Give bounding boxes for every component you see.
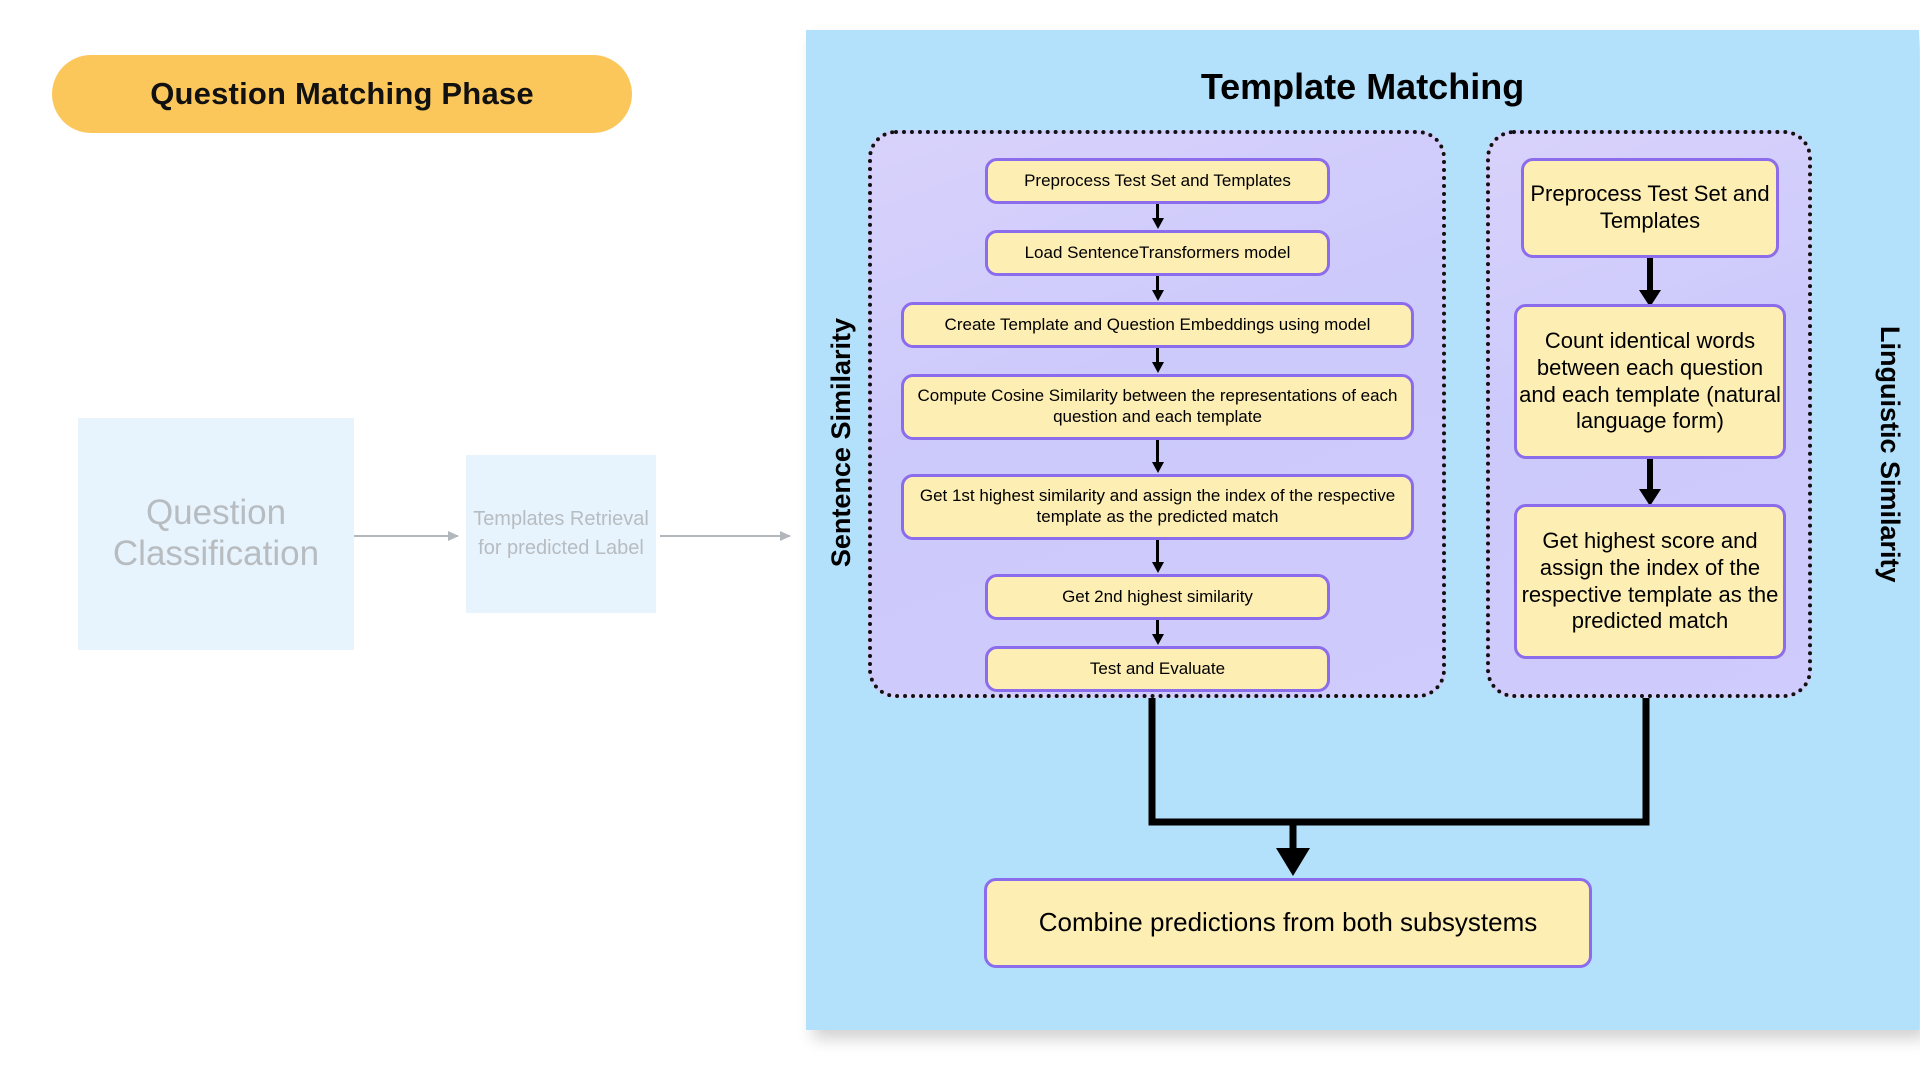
arrow-step3-to-step4 [1156, 348, 1159, 363]
phase-badge: Question Matching Phase [52, 55, 632, 133]
side-label-sentence-similarity: Sentence Similarity [826, 318, 856, 568]
arrow-step2-to-step3 [1156, 276, 1159, 291]
template-matching-panel: Template Matching Sentence Similarity Li… [806, 30, 1919, 1030]
sentence-similarity-container: Preprocess Test Set and Templates Load S… [868, 130, 1446, 698]
arrow-step1-to-step2 [1156, 204, 1159, 219]
step-create-embeddings: Create Template and Question Embeddings … [901, 302, 1414, 348]
arrow-step6-to-step7 [1156, 620, 1159, 635]
step-test-and-evaluate: Test and Evaluate [985, 646, 1330, 692]
step-preprocess-test-set-and-templates: Preprocess Test Set and Templates [985, 158, 1330, 204]
step-get-2nd-highest-similarity: Get 2nd highest similarity [985, 574, 1330, 620]
arrow-step4-to-step5 [1156, 440, 1159, 463]
step-preprocess-test-set-and-templates-ling: Preprocess Test Set and Templates [1521, 158, 1779, 258]
step-compute-cosine-similarity: Compute Cosine Similarity between the re… [901, 374, 1414, 440]
linguistic-similarity-container: Preprocess Test Set and Templates Count … [1486, 130, 1812, 698]
question-classification-label: Question Classification [112, 493, 320, 573]
step-load-sentencetransformers-model: Load SentenceTransformers model [985, 230, 1330, 276]
side-label-linguistic-similarity: Linguistic Similarity [1875, 326, 1905, 583]
page-title: Template Matching [1200, 66, 1525, 107]
step-get-highest-score: Get highest score and assign the index o… [1514, 504, 1786, 659]
arrow-retrieval-to-panel [660, 530, 791, 541]
step-count-identical-words: Count identical words between each quest… [1514, 304, 1786, 459]
step-get-1st-highest-similarity: Get 1st highest similarity and assign th… [901, 474, 1414, 540]
question-classification-box: Question Classification [78, 418, 354, 650]
step-combine-predictions: Combine predictions from both subsystems [984, 878, 1592, 968]
templates-retrieval-box: Templates Retrieval for predicted Label [466, 455, 656, 613]
arrow-ling-step1-to-step2 [1647, 258, 1653, 291]
phase-badge-label: Question Matching Phase [150, 76, 534, 111]
arrow-classification-to-retrieval [354, 530, 459, 541]
arrow-ling-step2-to-step3 [1647, 459, 1653, 490]
templates-retrieval-label: Templates Retrieval for predicted Label [473, 508, 649, 559]
arrow-step5-to-step6 [1156, 540, 1159, 563]
